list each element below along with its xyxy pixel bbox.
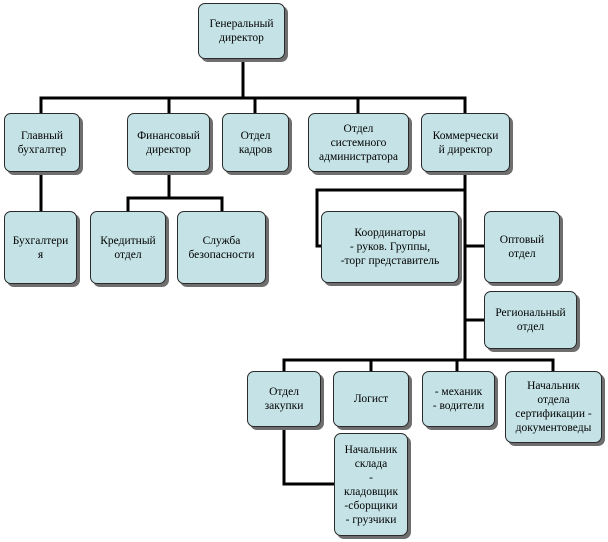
node-sysadmin-department: Отдел системного администратора <box>308 113 409 172</box>
node-accounting: Бухгалтери я <box>4 211 77 284</box>
node-commercial-director: Коммерчески й директор <box>421 113 510 172</box>
node-warehouse-head: Начальник склада - кладовщик -сборщики -… <box>334 433 408 536</box>
node-label: Начальник склада - кладовщик -сборщики -… <box>343 443 399 526</box>
node-wholesale-department: Оптовый отдел <box>484 211 560 283</box>
node-label: Служба безопасности <box>188 234 255 261</box>
node-label: - механик - водители <box>432 386 485 412</box>
node-label: Кредитный отдел <box>100 234 156 261</box>
node-label: Коммерчески й директор <box>432 129 499 156</box>
node-label: Начальник отдела сертификации - документ… <box>515 380 592 434</box>
node-label: Отдел закупки <box>264 386 304 412</box>
node-purchasing-department: Отдел закупки <box>247 371 321 427</box>
node-label: Генеральный директор <box>209 18 274 44</box>
node-label: Финансовый директор <box>137 129 200 156</box>
node-certification-head: Начальник отдела сертификации - документ… <box>505 371 602 443</box>
connector-purchasing-to-warehouse <box>282 425 336 486</box>
node-label: Главный бухгалтер <box>17 129 67 156</box>
node-hr-department: Отдел кадров <box>222 113 289 172</box>
node-financial-director: Финансовый директор <box>127 113 210 172</box>
connector-to-coordinators <box>315 188 323 248</box>
node-label: Оптовый отдел <box>499 234 545 260</box>
node-regional-department: Региональный отдел <box>484 291 577 349</box>
node-mechanic-drivers: - механик - водители <box>422 371 495 427</box>
node-coordinators: Координаторы - руков. Группы, -торг пред… <box>321 211 459 283</box>
node-label: Координаторы - руков. Группы, -торг пред… <box>340 227 440 267</box>
node-general-director: Генеральный директор <box>198 3 285 59</box>
node-label: Логист <box>353 393 389 405</box>
node-credit-department: Кредитный отдел <box>90 211 166 284</box>
node-label: Региональный отдел <box>495 307 566 333</box>
node-security-service: Служба безопасности <box>177 211 266 284</box>
node-label: Отдел кадров <box>238 129 273 156</box>
node-logistician: Логист <box>333 371 409 427</box>
node-label: Бухгалтери я <box>12 234 69 261</box>
node-chief-accountant: Главный бухгалтер <box>4 113 80 172</box>
node-label: Отдел системного администратора <box>318 122 398 163</box>
